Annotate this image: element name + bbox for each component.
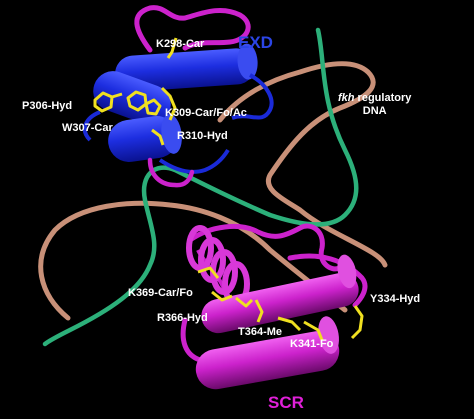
scr-domain bbox=[180, 223, 368, 390]
label-k369: K369-Car/Fo bbox=[128, 287, 193, 299]
dna-strand-tan-upper bbox=[217, 61, 388, 268]
label-k309: K309-Car/Fo/Ac bbox=[165, 107, 247, 119]
fkh-dna-label-line1: fkh regulatory bbox=[338, 92, 412, 104]
scr-residues bbox=[197, 266, 364, 341]
dna-strand-tan-lower bbox=[38, 200, 348, 321]
label-r366: R366-Hyd bbox=[157, 312, 208, 324]
label-k341: K341-Fo bbox=[290, 338, 334, 350]
fkh-dna-label: fkh regulatory DNA bbox=[338, 92, 411, 118]
label-t364: T364-Me bbox=[238, 326, 283, 338]
exd-loop-top bbox=[134, 5, 251, 53]
exd-domain bbox=[82, 43, 274, 174]
label-k298: K298-Car bbox=[156, 38, 205, 50]
dna-strand-green bbox=[42, 27, 359, 347]
label-r310: R310-Hyd bbox=[177, 130, 228, 142]
exd-magenta-coil bbox=[147, 157, 195, 188]
label-y334: Y334-Hyd bbox=[370, 293, 421, 305]
fkh-dna-label-line2: DNA bbox=[362, 105, 387, 117]
exd-title: EXD bbox=[238, 33, 273, 52]
label-w307: W307-Car bbox=[62, 122, 113, 134]
label-p306: P306-Hyd bbox=[22, 100, 73, 112]
exd-residues bbox=[93, 37, 178, 146]
scr-title: SCR bbox=[268, 393, 304, 412]
